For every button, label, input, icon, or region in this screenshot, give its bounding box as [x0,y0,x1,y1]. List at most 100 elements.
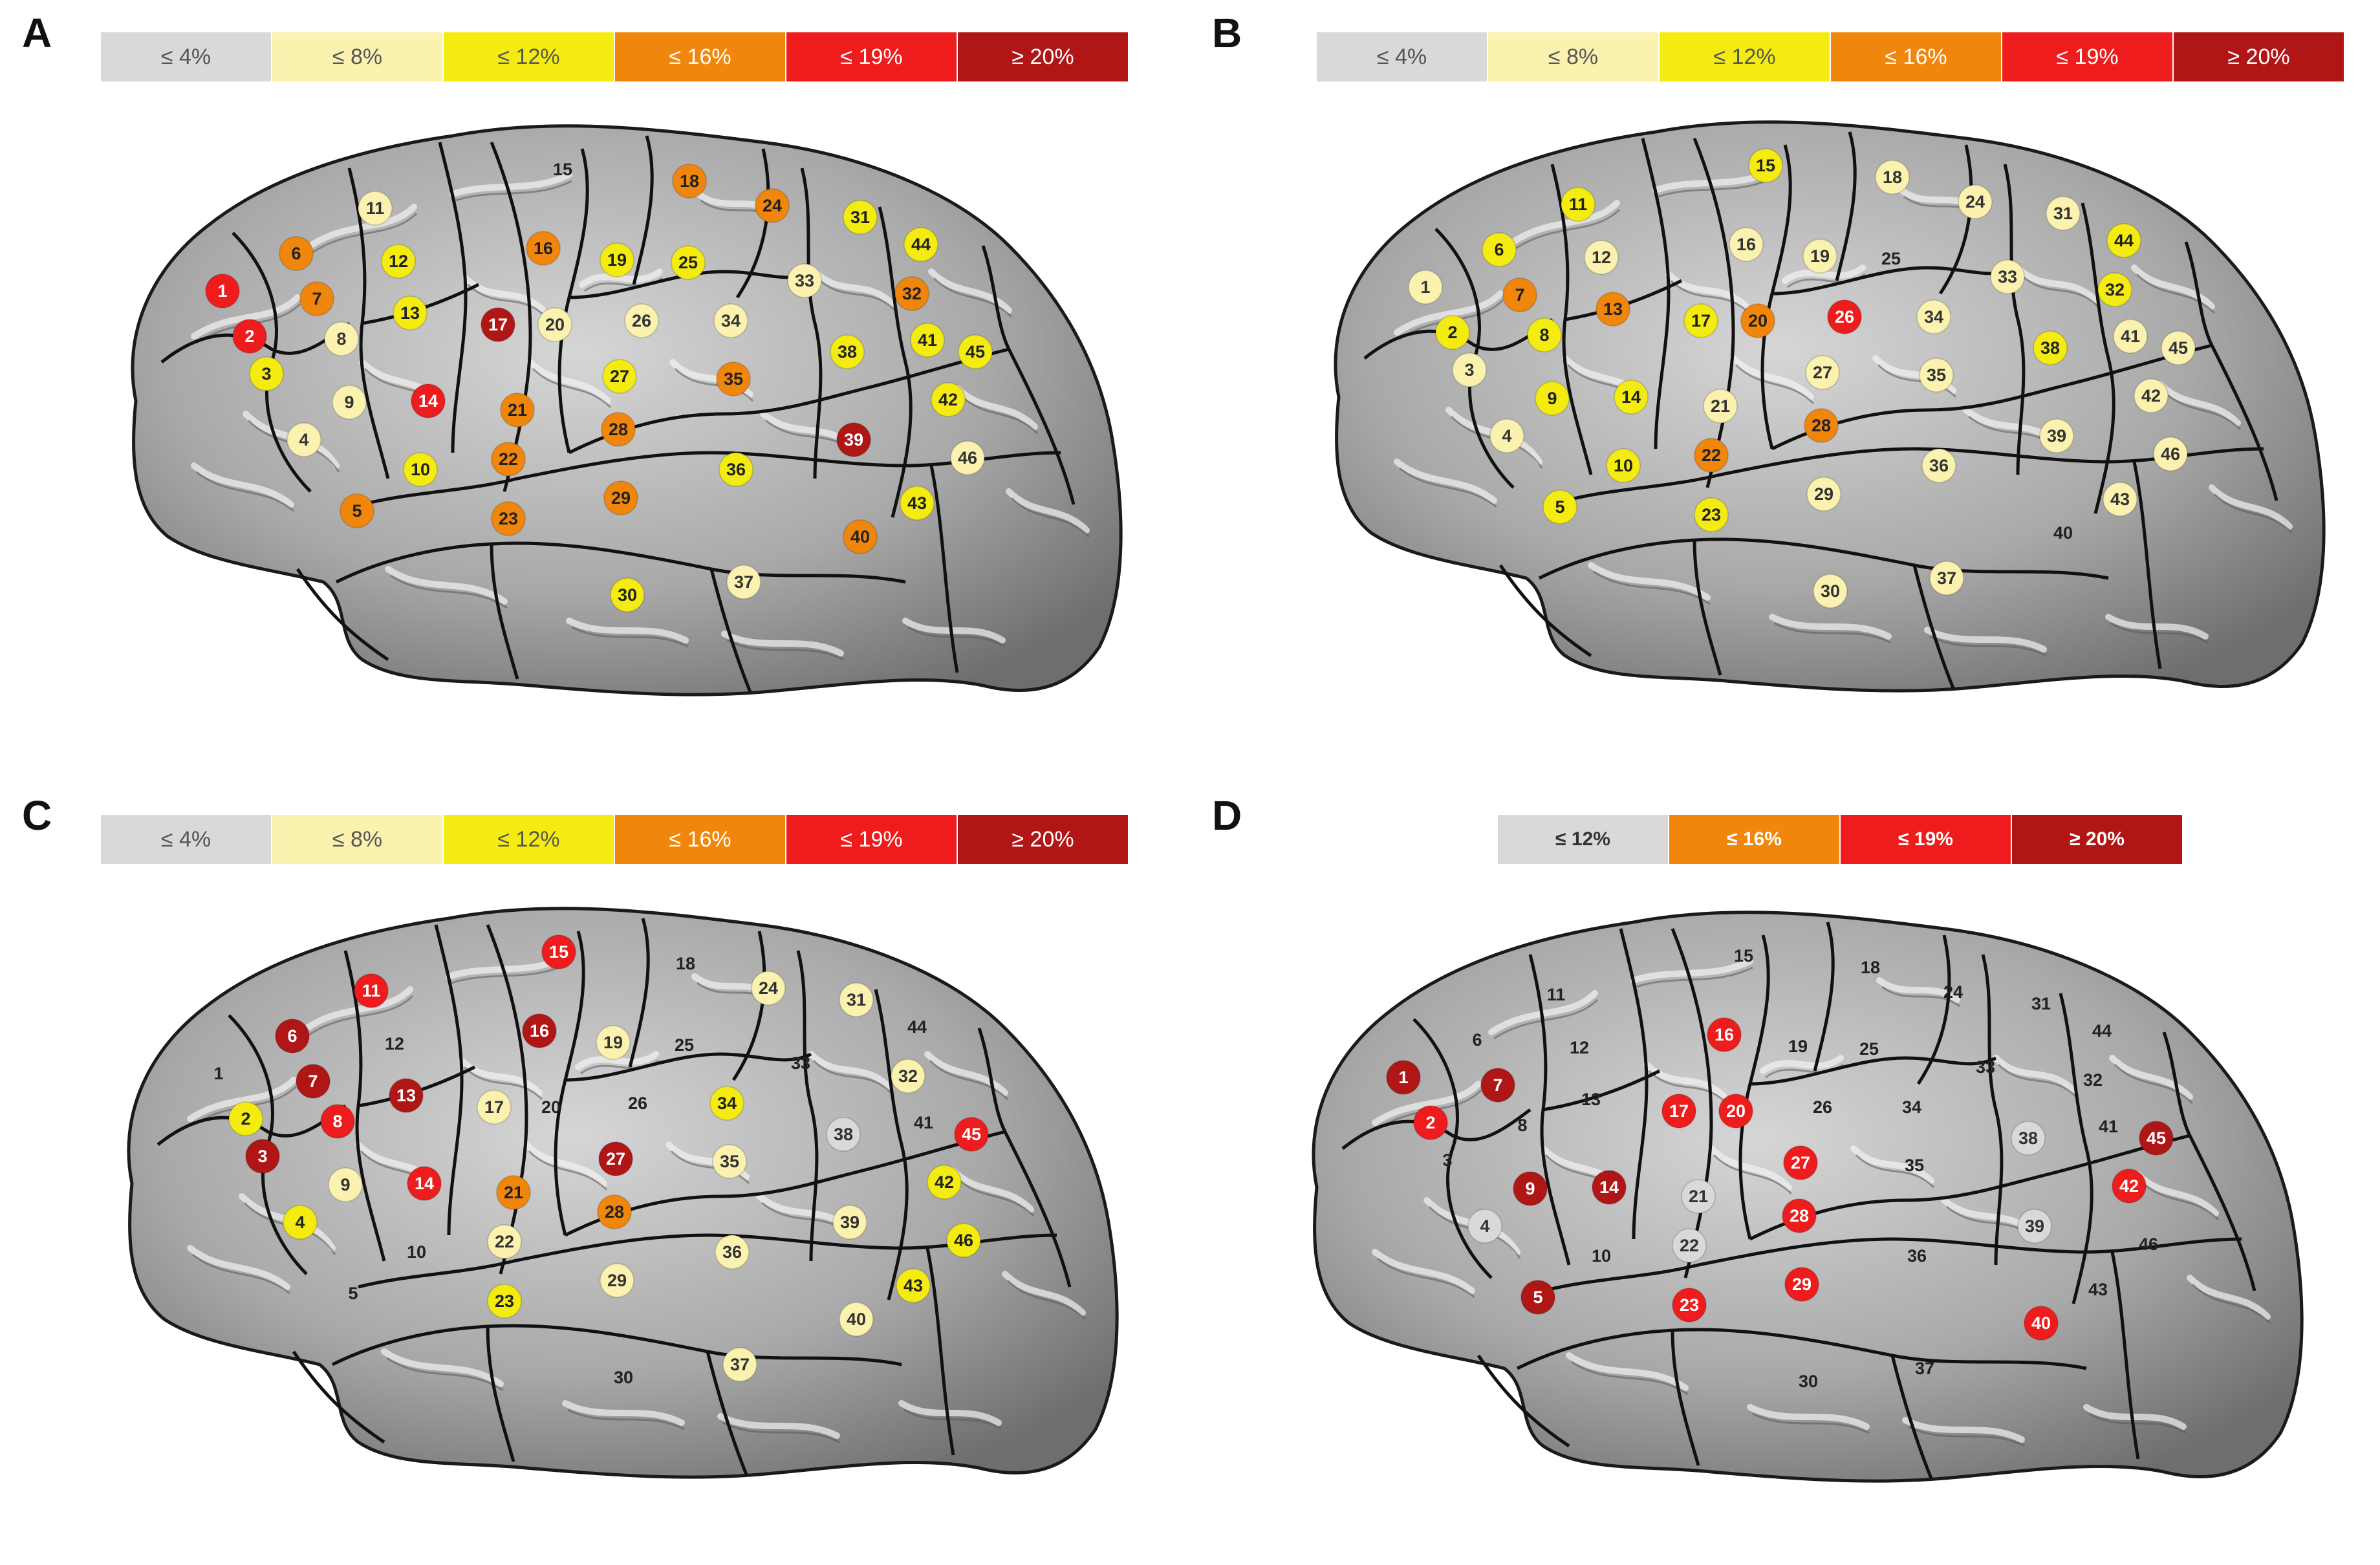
electrode: 36 [719,452,753,487]
electrode-number: 46 [2161,444,2180,464]
electrode: 21 [1681,1179,1716,1214]
electrode-marker [910,323,945,358]
electrode: 9 [328,1167,363,1202]
gyrus-highlight [1708,1145,1792,1191]
electrode-number: 36 [726,460,746,479]
electrode-number: 11 [366,199,385,218]
electrode-number: 4 [1480,1216,1489,1236]
region-boundary [1981,954,2004,1266]
electrode-number: 24 [1965,192,1985,211]
gyrus-highlight [928,268,1012,314]
electrode: 25 [675,1035,694,1055]
gyrus-highlight [954,385,1038,430]
region-boundary [1542,1237,2242,1293]
electrode-number: 38 [2040,338,2060,358]
sulcus-shadow [196,471,294,512]
sulcus-shadow [907,626,1006,648]
electrode: 16 [522,1013,557,1048]
electrode-marker [477,1090,512,1125]
electrode-number: 3 [257,1147,267,1166]
electrode: 15 [553,160,572,179]
legend-swatch: ≤ 19% [786,815,958,864]
electrode-marker [2039,418,2074,453]
electrode-number: 1 [217,281,227,301]
electrode-number: 17 [1691,311,1711,330]
electrode-marker [1467,1209,1502,1244]
electrode: 23 [487,1284,522,1319]
electrode-number: 20 [1726,1101,1746,1121]
electrode: 31 [2031,994,2051,1013]
electrode: 16 [1729,227,1764,262]
electrode-number: 14 [415,1174,434,1193]
electrode-number: 16 [1736,235,1756,254]
sulcus-shadow [1997,1063,2077,1098]
electrode-marker [1584,240,1619,275]
electrode-number: 29 [1814,484,1834,504]
gyrus-highlight [721,631,844,656]
electrode: 4 [1467,1209,1502,1244]
electrode-number: 46 [958,448,977,468]
electrode-marker [1827,299,1862,334]
electrode-number: 7 [312,289,321,308]
region-boundary [358,1233,1057,1289]
brain-map: 1234567891011121314151617181920212223242… [127,907,1119,1479]
region-boundary [1813,922,1835,1072]
sulcus-shadow [1515,208,1621,250]
electrode-number: 41 [914,1113,933,1132]
gyrus-highlight [1924,627,2047,653]
region-boundary [925,1247,955,1456]
electrode-number: 36 [722,1242,742,1262]
electrode-marker [601,412,636,447]
gyrus-highlight [1372,1249,1475,1294]
legend-swatch: ≤ 12% [1660,32,1831,81]
electrode-marker [2046,196,2081,231]
sulcus-shadow [1774,622,1892,644]
electrode-number: 27 [1813,363,1832,382]
electrode-marker [843,519,878,554]
region-boundary [2162,1031,2192,1137]
electrode-marker [900,486,935,521]
gyrus-highlight [902,618,1006,643]
region-boundary [1007,348,1076,505]
electrode-marker [481,307,515,342]
electrode-number: 25 [1859,1039,1879,1059]
electrode-number: 30 [618,585,637,605]
region-boundary [1542,1069,1661,1112]
gyrus-highlight [527,359,611,404]
electrode-number: 20 [1748,311,1768,330]
electrode-marker [894,276,929,311]
region-boundary [706,1351,748,1475]
electrode-number: 30 [614,1368,633,1387]
electrode: 4 [1489,418,1524,453]
electrode-number: 22 [1702,446,1721,465]
electrode: 38 [2033,330,2068,365]
gyrus-highlight [385,566,508,605]
gyrus-highlight [1394,290,1504,336]
sulcus-shadow [1010,497,1090,538]
electrode-marker [1929,561,1964,596]
region-boundary [800,167,823,479]
electrode: 17 [1661,1094,1696,1128]
electrode-number: 25 [678,253,698,272]
electrode-marker [249,356,284,391]
electrode: 1 [1408,270,1443,305]
sulcus-shadow [571,626,689,648]
legend-swatch: ≤ 12% [444,815,615,864]
sulcus-shadow [463,1066,543,1101]
electrode-number: 13 [1603,299,1623,319]
electrode: 11 [354,973,389,1008]
region-boundary [568,347,1010,455]
electrode-number: 39 [844,430,863,449]
electrode-marker [751,971,786,1006]
electrode: 3 [249,356,284,391]
region-boundary [981,245,1011,351]
electrode-layer: 1234567891011121314151617181920212223242… [205,160,993,612]
legend-swatch: ≤ 12% [1498,815,1669,864]
electrode-number: 45 [966,342,985,362]
electrode: 7 [299,281,334,316]
sulcus-shadow [1648,1070,1728,1105]
electrode: 15 [1748,148,1783,183]
electrode: 36 [1921,448,1956,483]
gyrus-highlight [1993,1055,2077,1094]
gyrus-highlight [566,618,689,643]
